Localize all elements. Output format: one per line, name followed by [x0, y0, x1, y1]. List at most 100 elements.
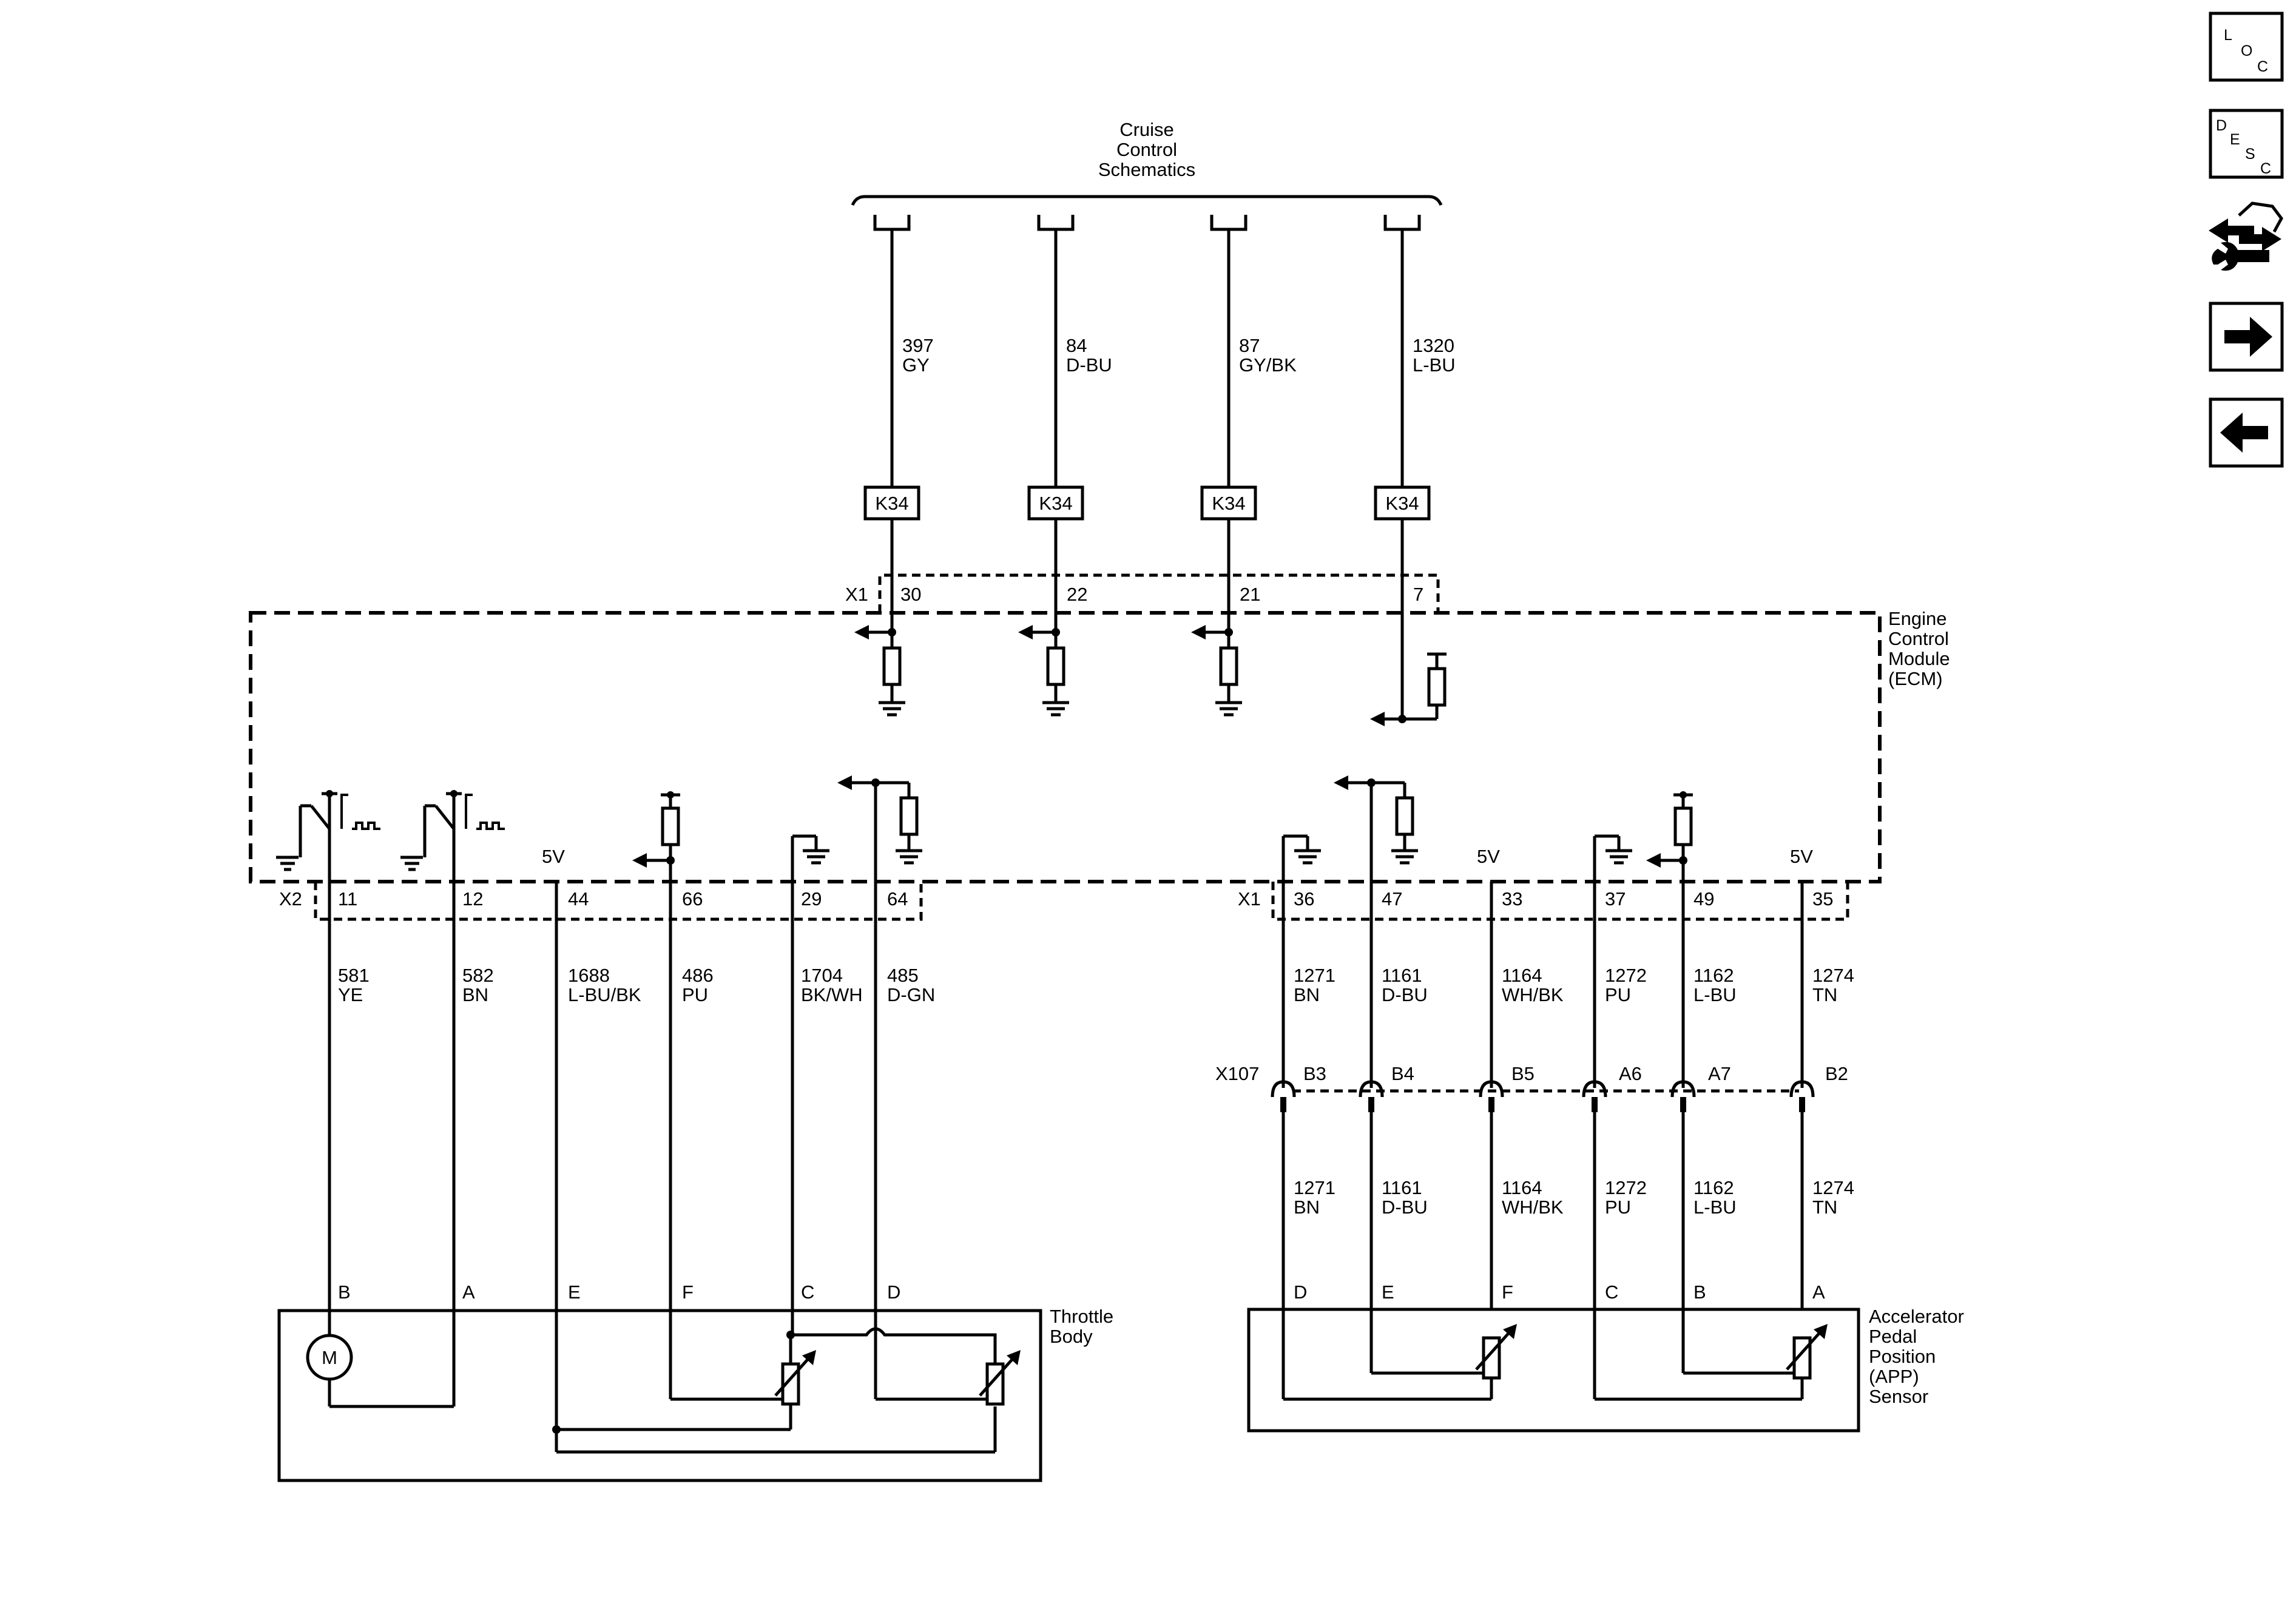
- loc-letter-l: L: [2224, 27, 2232, 44]
- right-color-4a: PU: [1605, 984, 1631, 1005]
- top-pin-1: 30: [900, 584, 921, 605]
- app-sensor[interactable]: Accelerator Pedal Position (APP) Sensor: [1247, 1306, 1964, 1433]
- throttle-body-label-line1: Throttle: [1050, 1306, 1113, 1327]
- right-circuit-4b: 1272: [1605, 1177, 1647, 1198]
- left-circuit-2: 582: [462, 965, 494, 986]
- k34-box-2: [1027, 485, 1084, 521]
- k34-label-1: K34: [875, 493, 908, 514]
- cruise-control-header[interactable]: Cruise Control Schematics: [851, 119, 1443, 206]
- throttle-body-label-line2: Body: [1050, 1326, 1093, 1347]
- right-color-3b: WH/BK: [1502, 1197, 1564, 1218]
- app-pin-4: C: [1605, 1281, 1618, 1303]
- top-wire-1-circuit: 397: [902, 335, 934, 356]
- right-circuit-1b: 1271: [1294, 1177, 1335, 1198]
- right-wire-3: 33 1164 WH/BK B5 1164 WH/BK F: [1479, 882, 1564, 1311]
- x2-label: X2: [279, 888, 302, 910]
- ecm-input-circuit-4: [1370, 652, 1447, 726]
- ecm-module[interactable]: Engine Control Module (ECM): [249, 608, 1950, 883]
- right-circuit-3b: 1164: [1502, 1177, 1542, 1198]
- right-color-5b: L-BU: [1693, 1197, 1737, 1218]
- right-circuit-1a: 1271: [1294, 965, 1335, 986]
- left-color-3: L-BU/BK: [568, 984, 641, 1005]
- arrow-right-icon: [2224, 317, 2272, 357]
- right-color-2b: D-BU: [1382, 1197, 1428, 1218]
- header-line1: Cruise: [1119, 119, 1174, 140]
- right-color-1b: BN: [1294, 1197, 1320, 1218]
- right-color-6a: TN: [1812, 984, 1837, 1005]
- throttle-body-box: [277, 1309, 1042, 1482]
- left-color-6: D-GN: [887, 984, 935, 1005]
- right-pin-1: 36: [1294, 888, 1314, 910]
- right-pin-2: 47: [1382, 888, 1402, 910]
- tb-pin-4: F: [682, 1281, 694, 1303]
- app-sensor-box: [1247, 1308, 1860, 1433]
- x107-pin-2: B4: [1391, 1063, 1414, 1084]
- motor-driver-2: [400, 790, 505, 882]
- top-wire-2-color: D-BU: [1066, 354, 1112, 376]
- right-color-1a: BN: [1294, 984, 1320, 1005]
- header-line3: Schematics: [1098, 159, 1195, 180]
- top-wire-2: 84 D-BU K34 22: [1027, 215, 1112, 666]
- left-wire-6: 64 485 D-GN D: [887, 888, 935, 1303]
- right-circuit-2a: 1161: [1382, 965, 1422, 986]
- right-color-3a: WH/BK: [1502, 984, 1564, 1005]
- right-circuit-6b: 1274: [1812, 1177, 1854, 1198]
- tps-low-ref: [791, 834, 829, 882]
- ecm-label-line1: Engine: [1888, 608, 1947, 629]
- left-color-1: YE: [338, 984, 363, 1005]
- x1-top-connector: [878, 573, 1440, 613]
- arrow-left-icon: [2220, 413, 2268, 453]
- right-wire-6: 35 1274 TN B2 1274 TN A: [1789, 882, 1854, 1311]
- left-pin-3: 44: [568, 888, 589, 910]
- repair-tool-icon: [2209, 201, 2283, 271]
- tps-pullup: [632, 791, 680, 882]
- app2-pullup: [1646, 791, 1693, 882]
- x107-pin-6: B2: [1825, 1063, 1848, 1084]
- right-5v-label-1: 5V: [1477, 846, 1500, 867]
- x1-top-label: X1: [845, 584, 868, 605]
- app2-low-ref: [1593, 834, 1632, 882]
- right-pin-5: 49: [1693, 888, 1714, 910]
- desc-letter-c: C: [2260, 160, 2271, 177]
- left-wire-2: 12 582 BN A: [462, 888, 494, 1303]
- app-label-line1: Accelerator: [1869, 1306, 1964, 1327]
- right-pin-6: 35: [1812, 888, 1833, 910]
- right-circuit-2b: 1161: [1382, 1177, 1422, 1198]
- left-color-4: PU: [682, 984, 708, 1005]
- app-pin-5: B: [1693, 1281, 1706, 1303]
- back-button[interactable]: [2209, 397, 2284, 468]
- loc-letter-c: C: [2257, 58, 2268, 75]
- left-circuit-1: 581: [338, 965, 370, 986]
- loc-letter-o: O: [2241, 42, 2252, 59]
- top-wire-3: 87 GY/BK K34 21: [1200, 215, 1297, 666]
- x2-connector: [314, 882, 923, 921]
- right-color-5a: L-BU: [1693, 984, 1737, 1005]
- left-color-2: BN: [462, 984, 488, 1005]
- right-wire-4: 37 1272 PU A6 1272 PU C: [1582, 882, 1647, 1311]
- loc-button[interactable]: L O C: [2209, 12, 2284, 82]
- right-circuit-5a: 1162: [1693, 965, 1734, 986]
- right-circuit-5b: 1162: [1693, 1177, 1734, 1198]
- top-wire-2-circuit: 84: [1066, 335, 1087, 356]
- repair-button[interactable]: [2209, 201, 2283, 271]
- next-button[interactable]: [2209, 302, 2284, 372]
- right-circuit-6a: 1274: [1812, 965, 1854, 986]
- x107-pin-5: A7: [1708, 1063, 1731, 1084]
- k34-box-3: [1200, 485, 1257, 521]
- throttle-body[interactable]: Throttle Body M: [277, 1306, 1113, 1482]
- tps2-pulldown: [837, 775, 922, 882]
- right-wire-1: 36 1271 BN B3 1271 BN D: [1271, 882, 1335, 1311]
- x107-pin-4: A6: [1619, 1063, 1642, 1084]
- left-pin-1: 11: [338, 888, 357, 910]
- left-pin-4: 66: [682, 888, 703, 910]
- desc-button[interactable]: D E S C: [2209, 109, 2284, 179]
- app-pin-1: D: [1294, 1281, 1307, 1303]
- desc-letter-d: D: [2216, 117, 2227, 134]
- tb-pin-5: C: [801, 1281, 814, 1303]
- left-vertical-wires: [328, 882, 877, 1311]
- ecm-boundary: [249, 611, 1882, 883]
- app-label-line2: Pedal: [1869, 1326, 1917, 1347]
- x107-label: X107: [1215, 1063, 1259, 1084]
- x1-right-connector: [1271, 882, 1849, 921]
- top-pin-2: 22: [1067, 584, 1087, 605]
